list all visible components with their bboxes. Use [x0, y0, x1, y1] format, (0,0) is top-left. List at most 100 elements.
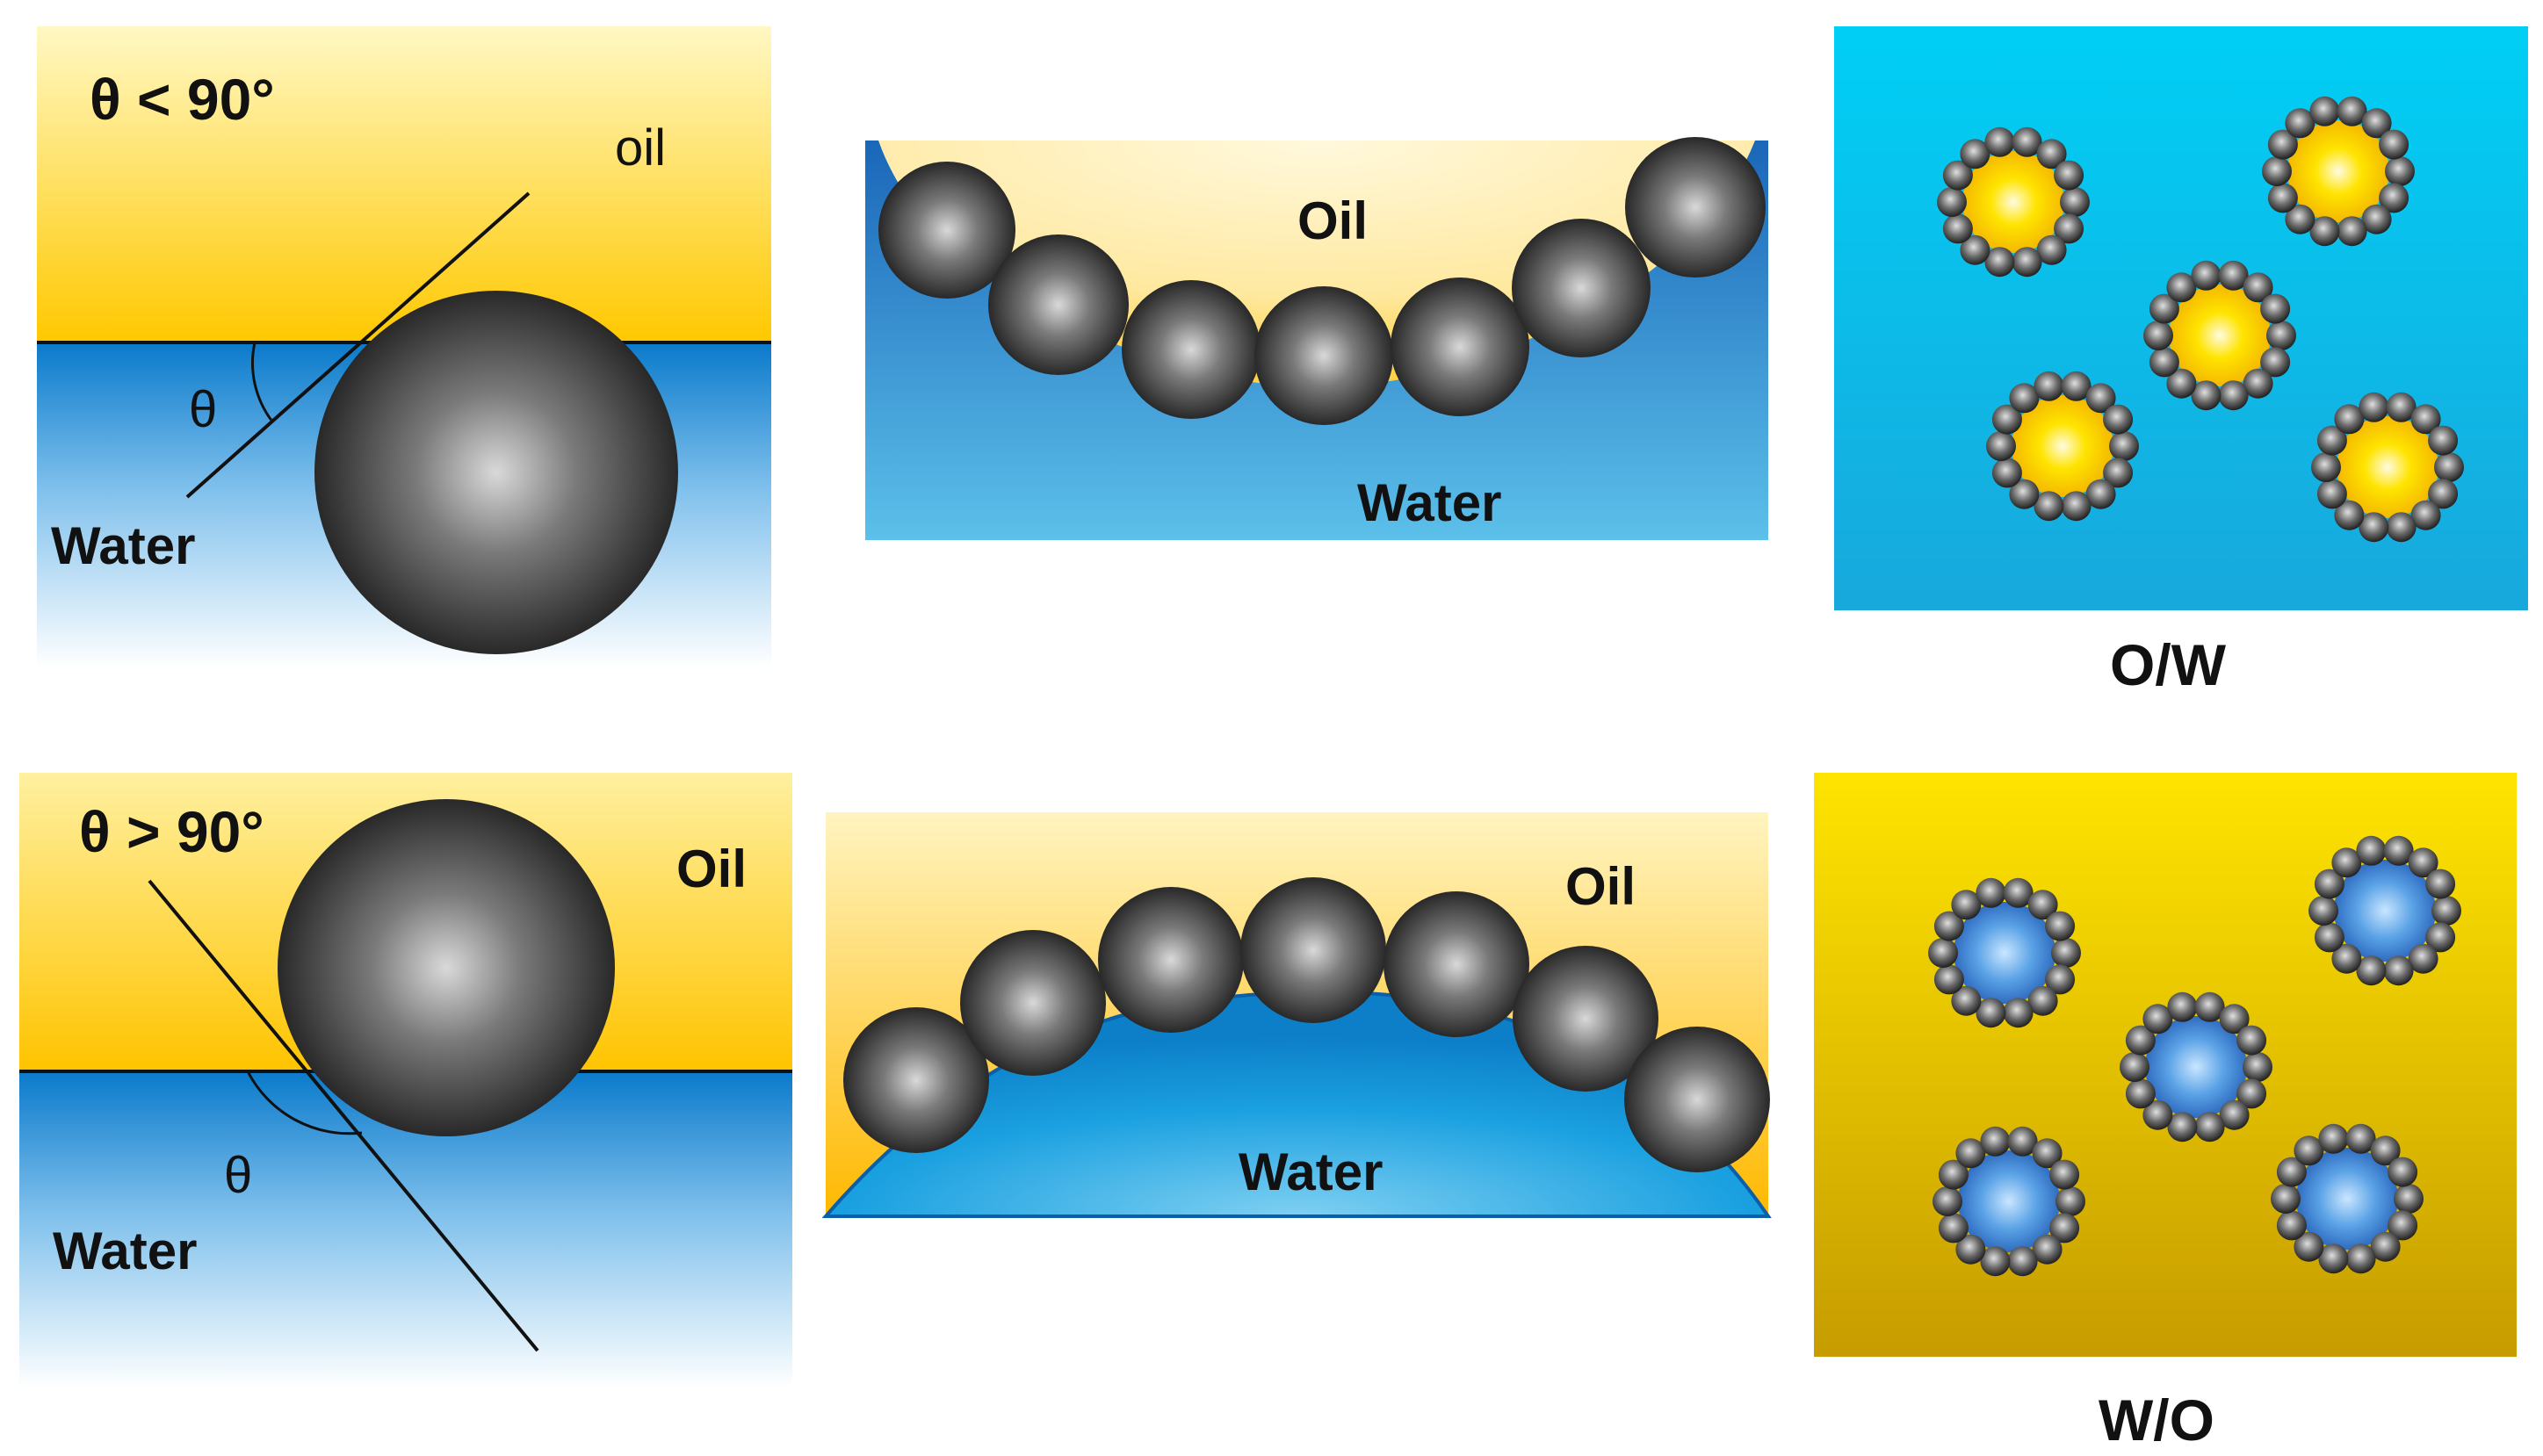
pickering-droplet: [1928, 877, 2081, 1028]
shell-particle: [2125, 1025, 2156, 1056]
shell-particle: [2311, 452, 2341, 482]
shell-particle: [2036, 234, 2067, 265]
shell-particle: [2314, 922, 2344, 953]
shell-particle: [2316, 425, 2347, 456]
particle: [1383, 891, 1529, 1037]
shell-particle: [1933, 964, 1964, 995]
shell-particle: [2408, 943, 2438, 974]
droplet-core: [2334, 860, 2436, 962]
shell-particle: [2103, 458, 2134, 488]
shell-particle: [2318, 1123, 2349, 1154]
theta-label: θ: [224, 1147, 252, 1204]
shell-particle: [2243, 1052, 2272, 1082]
shell-particle: [2262, 156, 2292, 186]
shell-particle: [2408, 847, 2438, 878]
tangent-line: [185, 191, 531, 499]
particle: [314, 291, 678, 654]
shell-particle: [2054, 213, 2084, 244]
shell-particle: [2337, 216, 2367, 247]
particle: [1513, 946, 1658, 1092]
shell-particle: [2103, 404, 2134, 435]
shell-particle: [1942, 160, 1973, 191]
interface-panel-top: Oil Water: [865, 137, 1768, 540]
shell-particle: [2049, 1213, 2080, 1243]
shell-particle: [2425, 869, 2456, 899]
shell-particle: [2331, 847, 2362, 878]
shell-particle: [2142, 1099, 2173, 1130]
water-label: Water: [51, 516, 195, 575]
shell-particle: [2194, 991, 2225, 1022]
pickering-droplet: [1933, 1126, 2085, 1277]
particle: [878, 162, 1015, 299]
shell-particle: [1955, 1138, 1986, 1169]
shell-particle: [2218, 380, 2249, 411]
shell-particle: [2009, 479, 2040, 509]
shell-particle: [2410, 500, 2441, 530]
shell-particle: [2007, 1246, 2038, 1277]
shell-particle: [2243, 368, 2273, 399]
shell-particle: [2003, 877, 2034, 908]
shell-particle: [2085, 383, 2116, 414]
shell-particle: [2267, 183, 2298, 213]
shell-particle: [2309, 216, 2340, 247]
pickering-droplet: [1937, 126, 2090, 278]
shell-particle: [2361, 204, 2392, 234]
particle: [1098, 887, 1244, 1033]
droplet-core: [1954, 902, 2055, 1004]
shell-particle: [2055, 1186, 2085, 1216]
particle: [1512, 219, 1651, 357]
shell-particle: [1986, 431, 2016, 461]
particle: [843, 1007, 989, 1153]
particle: [1391, 278, 1529, 416]
shell-particle: [2009, 383, 2040, 414]
shell-particle: [2314, 869, 2344, 899]
shell-particle: [2394, 1184, 2424, 1214]
shell-particle: [1951, 985, 1982, 1016]
pickering-droplet: [2262, 96, 2415, 247]
shell-particle: [2331, 943, 2362, 974]
shell-particle: [2125, 1078, 2156, 1109]
oil-label: Oil: [676, 840, 747, 898]
shell-particle: [2379, 183, 2409, 213]
shell-particle: [2243, 272, 2273, 303]
shell-particle: [2334, 404, 2365, 435]
oil-label: Oil: [1297, 191, 1368, 250]
pickering-droplet: [2311, 392, 2464, 543]
shell-particle: [2219, 1099, 2250, 1130]
shell-particle: [2236, 1078, 2267, 1109]
shell-particle: [2428, 425, 2459, 456]
contact-angle-panel-top: θ < 90° oil θ Water: [37, 26, 771, 667]
shell-particle: [2359, 512, 2389, 543]
shell-particle: [1933, 911, 1964, 941]
shell-particle: [1942, 213, 1973, 244]
shell-particle: [2085, 479, 2116, 509]
shell-particle: [2166, 272, 2197, 303]
particle: [1254, 286, 1393, 425]
shell-particle: [1984, 247, 2015, 278]
shell-particle: [2191, 260, 2222, 291]
shell-particle: [2167, 1112, 2198, 1142]
shell-particle: [2294, 1135, 2324, 1166]
shell-particle: [2260, 293, 2291, 324]
shell-particle: [2045, 911, 2076, 941]
shell-particle: [1991, 458, 2022, 488]
shell-particle: [2334, 500, 2365, 530]
shell-particle: [2012, 126, 2042, 157]
pickering-droplet: [1986, 371, 2139, 522]
particle: [1122, 280, 1261, 419]
shell-particle: [2032, 1138, 2063, 1169]
droplet-core: [2296, 1148, 2398, 1250]
shell-particle: [2356, 955, 2387, 986]
particle: [960, 930, 1106, 1076]
shell-particle: [2285, 204, 2315, 234]
oil-label: Oil: [1565, 857, 1636, 916]
shell-particle: [1960, 234, 1990, 265]
shell-particle: [2149, 347, 2179, 378]
particle: [1240, 877, 1386, 1023]
water-droplets: [1928, 835, 2461, 1277]
pickering-droplet: [2308, 835, 2461, 986]
droplet-core: [1962, 151, 2064, 253]
shell-particle: [1955, 1234, 1986, 1265]
shell-particle: [2383, 835, 2414, 866]
shell-particle: [2167, 991, 2198, 1022]
